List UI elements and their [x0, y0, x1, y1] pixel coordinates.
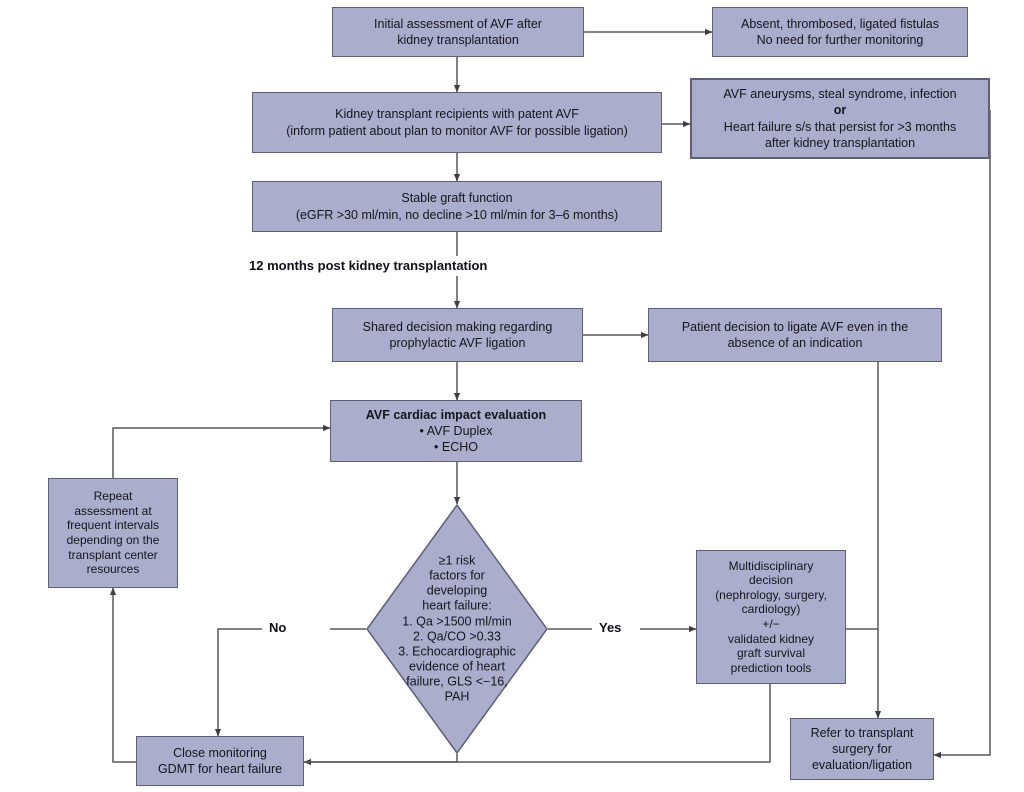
- node-line: assessment at: [74, 503, 152, 518]
- node-bullet-avf-duplex: • AVF Duplex: [419, 423, 493, 438]
- label-twelve-months: 12 months post kidney transplantation: [249, 258, 488, 273]
- node-line: cardiology): [741, 602, 801, 617]
- node-line: validated kidney: [727, 631, 815, 646]
- node-cardiac-impact[interactable]: AVF cardiac impact evaluation • AVF Dupl…: [330, 400, 582, 462]
- node-line: graft survival: [736, 646, 806, 661]
- node-line: Refer to transplant: [810, 725, 914, 740]
- node-line: Kidney transplant recipients with patent…: [335, 107, 579, 122]
- edge-no-to-close: [214, 628, 262, 737]
- node-line: Heart failure s/s that persist for >3 mo…: [723, 119, 957, 134]
- node-line: after kidney transplantation: [764, 135, 916, 150]
- node-line: transplant center: [68, 547, 158, 562]
- node-line: kidney transplantation: [397, 33, 519, 47]
- node-title-line: AVF cardiac impact evaluation: [365, 407, 547, 422]
- risk-factor-2: 2. Qa/CO >0.33: [413, 629, 501, 643]
- node-absent-fistulas[interactable]: Absent, thrombosed, ligated fistulas No …: [712, 7, 968, 57]
- risk-factor-1: 1. Qa >1500 ml/min: [402, 613, 512, 628]
- node-patient-decision[interactable]: Patient decision to ligate AVF even in t…: [648, 308, 942, 362]
- node-line: Repeat: [93, 489, 133, 504]
- risk-line: heart failure:: [422, 598, 492, 613]
- node-line: surgery for: [832, 741, 892, 756]
- node-line: Patient decision to ligate AVF even in t…: [681, 319, 909, 334]
- edge-complications-to-refer: [933, 110, 991, 759]
- risk-factor-3: 3. Echocardiographic: [398, 644, 516, 659]
- node-line: absence of an indication: [727, 336, 863, 350]
- node-line: depending on the: [66, 533, 160, 547]
- node-line: Close monitoring: [173, 745, 267, 760]
- node-line: (eGFR >30 ml/min, no decline >10 ml/min …: [295, 207, 619, 222]
- node-repeat-assessment[interactable]: Repeat assessment at frequent intervals …: [48, 478, 178, 588]
- node-line: Absent, thrombosed, ligated fistulas: [740, 16, 940, 31]
- risk-line: developing: [426, 583, 488, 598]
- node-line: Shared decision making regarding: [362, 319, 553, 334]
- node-line: frequent intervals: [66, 518, 160, 533]
- node-line: Initial assessment of AVF after: [374, 16, 542, 31]
- node-line: Stable graft function: [401, 191, 513, 206]
- node-stable-graft[interactable]: Stable graft function (eGFR >30 ml/min, …: [252, 181, 662, 232]
- node-initial-assessment[interactable]: Initial assessment of AVF after kidney t…: [332, 7, 584, 57]
- node-line-or: or: [833, 103, 847, 118]
- edge-risk-bottom-to-close: [303, 754, 458, 766]
- node-shared-decision[interactable]: Shared decision making regarding prophyl…: [332, 308, 583, 362]
- diamond-text: ≥1 risk factors for developing heart fai…: [366, 553, 548, 704]
- risk-factor-3-cont: evidence of heart: [409, 659, 505, 674]
- edge-repeat-to-cardiac: [112, 424, 331, 478]
- node-risk-decision[interactable]: ≥1 risk factors for developing heart fai…: [366, 504, 548, 754]
- node-line: decision: [748, 573, 794, 588]
- node-line: +/−: [762, 617, 780, 631]
- risk-line: factors for: [429, 568, 485, 583]
- node-line: AVF aneurysms, steal syndrome, infection: [723, 87, 957, 101]
- node-line: (inform patient about plan to monitor AV…: [286, 123, 628, 138]
- node-avf-complications[interactable]: AVF aneurysms, steal syndrome, infection…: [690, 78, 990, 159]
- node-line: prophylactic AVF ligation: [389, 336, 526, 350]
- risk-line: ≥1 risk: [438, 553, 476, 568]
- edge-label-yes: Yes: [596, 620, 625, 635]
- node-multidisciplinary-decision[interactable]: Multidisciplinary decision (nephrology, …: [696, 550, 846, 684]
- node-close-monitoring[interactable]: Close monitoring GDMT for heart failure: [136, 736, 304, 786]
- edge-label-no: No: [266, 620, 290, 635]
- node-line: No need for further monitoring: [756, 33, 924, 47]
- node-line: GDMT for heart failure: [157, 762, 283, 776]
- node-line: (nephrology, surgery,: [715, 587, 827, 602]
- node-line: evaluation/ligation: [811, 758, 913, 773]
- node-refer-transplant-surgery[interactable]: Refer to transplant surgery for evaluati…: [790, 718, 934, 780]
- edge-close-to-repeat: [109, 587, 136, 763]
- risk-factor-3-cont: failure, GLS <−16,: [406, 674, 508, 689]
- node-patent-avf[interactable]: Kidney transplant recipients with patent…: [252, 92, 662, 153]
- node-line: prediction tools: [730, 660, 812, 675]
- risk-factor-3-cont: PAH: [444, 689, 470, 704]
- node-line: resources: [86, 562, 140, 577]
- node-line: Multidisciplinary: [728, 558, 814, 573]
- node-bullet-echo: • ECHO: [434, 440, 478, 455]
